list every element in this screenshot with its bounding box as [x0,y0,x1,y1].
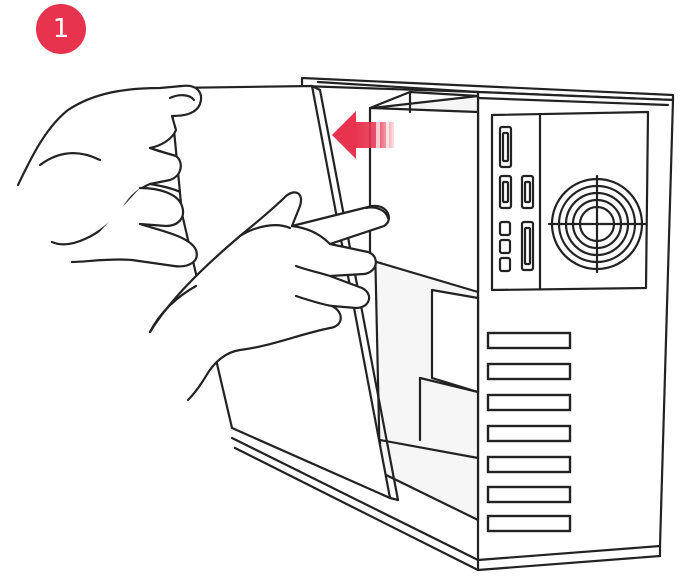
vent-slot-6 [486,485,572,504]
vent-slot-1 [486,331,572,350]
audio-jack-1 [498,220,512,237]
hands-icon [16,84,390,402]
card-reader-inner [523,226,532,266]
usb-port-3-inner [523,180,532,204]
pc-tower-case-icon [230,76,675,572]
audio-jack-3 [498,256,512,273]
vent-slot-7 [486,514,572,533]
psu-bay [430,288,480,394]
step-number-badge: 1 [36,4,86,54]
vent-slot-5 [486,455,572,474]
slide-left-arrow-icon [332,111,394,159]
audio-jack-2 [498,238,512,255]
vent-slot-3 [486,393,572,412]
vent-slot-2 [486,362,572,381]
right-hand [148,191,390,402]
usb-port-2-inner [501,180,510,204]
front-bezel [490,110,650,292]
case-fan-icon [547,174,647,274]
vent-slot-4 [486,424,572,443]
left-hand [16,84,203,268]
usb-port-1-inner [501,131,510,163]
